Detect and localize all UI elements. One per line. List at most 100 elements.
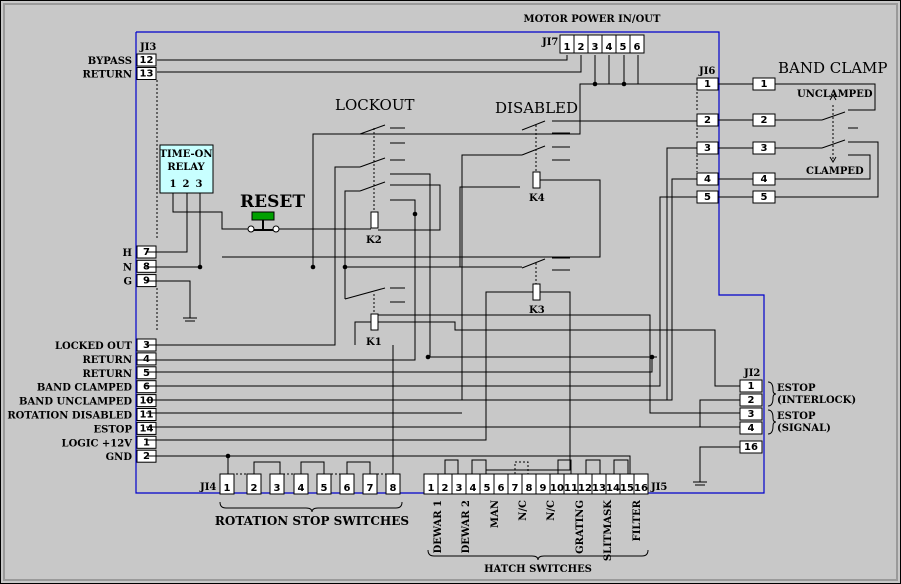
ji5-pin-2: 2	[442, 483, 449, 494]
relay-title-2: RELAY	[167, 162, 205, 173]
ji3-label-ji3_bottom-8: GND	[106, 452, 133, 463]
ji3-label-ji3_bottom-4: BAND UNCLAMPED	[19, 397, 132, 408]
hatch-label-6: SLITMASK	[603, 500, 614, 561]
k3-label: K3	[529, 305, 545, 316]
band-clamp-pin-1: 1	[761, 79, 768, 90]
reset-contact-right	[272, 225, 280, 233]
ji7-pin-5: 5	[620, 42, 627, 53]
reset-button-cap	[251, 211, 275, 221]
estop-signal-2: (SIGNAL)	[777, 423, 831, 434]
ji5-pin-10: 10	[550, 483, 564, 494]
ji3-pin-ji3_top-0: 12	[140, 55, 154, 66]
ji3-label-ji3_mid-2: G	[123, 277, 132, 288]
ji4-pin-1: 1	[224, 483, 231, 494]
ji4-pin-6: 6	[344, 483, 351, 494]
ji3-label-ji3_bottom-5: ROTATION DISABLED	[7, 411, 132, 422]
band-clamp-title: BAND CLAMP	[778, 59, 888, 77]
ji3-pin-ji3_bottom-3-box	[136, 380, 157, 394]
time-on-relay-box	[159, 144, 214, 194]
ji4-pin-6-box	[339, 473, 355, 495]
hatch-label-2: MAN	[490, 500, 501, 528]
band-clamp-pin-5: 5	[761, 192, 768, 203]
ji4-pin-7-box	[362, 473, 378, 495]
clamped-label: CLAMPED	[806, 166, 864, 177]
ji5-pin-1: 1	[428, 483, 435, 494]
relay-title-1: TIME-ON	[160, 149, 213, 160]
ji4-pin-4-box	[293, 473, 309, 495]
ji7-pin-1: 1	[564, 42, 571, 53]
ji3-pin-ji3_top-0-box	[136, 53, 157, 67]
ji7-pin-6-box	[629, 34, 645, 54]
ji5-pin-15: 15	[620, 483, 634, 494]
ji2-pin-4-box	[739, 421, 763, 435]
ji3-pin-ji3_mid-1-box	[136, 259, 157, 273]
estop-interlock-2: (INTERLOCK)	[777, 395, 856, 406]
ji3-pin-ji3_bottom-7-box	[136, 435, 157, 449]
ji5-pin-3: 3	[456, 483, 463, 494]
ji3-pin-ji3_bottom-5-box	[136, 408, 157, 421]
ji2-pin-2: 2	[748, 395, 755, 406]
ji6-pin-4: 4	[704, 174, 711, 185]
ji3-pin-ji3_bottom-5: 11	[140, 410, 154, 421]
disabled-label: DISABLED	[495, 99, 578, 117]
ji5-pin-11: 11	[564, 483, 578, 494]
lockout-label: LOCKOUT	[335, 96, 414, 114]
ji3-label-ji3_mid-1: N	[123, 262, 132, 273]
ji7-pin-6: 6	[634, 42, 641, 53]
reset-label: RESET	[240, 192, 305, 212]
ji2-pin-16: 16	[744, 442, 758, 453]
estop-signal-1: ESTOP	[777, 411, 816, 422]
ji5-pin-9: 9	[540, 483, 547, 494]
ji7-pin-4: 4	[606, 42, 613, 53]
ji4-pin-1-box	[219, 473, 235, 495]
ji4-brace	[219, 501, 403, 513]
ji3-pin-ji3_bottom-1-box	[136, 352, 157, 366]
ji3-pin-ji3_bottom-4-box	[136, 394, 157, 408]
k4-coil	[532, 171, 541, 189]
ji3-pin-ji3_bottom-6-box	[136, 421, 157, 435]
ji4-pin-8-box	[385, 473, 401, 495]
ji4-caption: ROTATION STOP SWITCHES	[215, 514, 409, 528]
motor-power-title: MOTOR POWER IN/OUT	[524, 14, 662, 25]
ji3-label-ji3_bottom-7: LOGIC +12V	[62, 438, 133, 449]
band-clamp-pin-2: 2	[761, 115, 768, 126]
k4-label: K4	[529, 193, 545, 204]
junction-dots	[197, 81, 655, 459]
ji7-pin-3: 3	[592, 42, 599, 53]
ji3-label-ji3_top-1: RETURN	[82, 70, 132, 81]
enclosure-outline	[135, 31, 765, 494]
ji4-pin-4: 4	[298, 483, 305, 494]
ji5-pin-14: 14	[606, 483, 620, 494]
ji3-pin-ji3_bottom-8: 2	[143, 451, 150, 462]
ji3-pin-ji3_bottom-7: 1	[143, 437, 150, 448]
ji6-label: JI6	[698, 66, 715, 77]
k3-coil	[532, 283, 541, 301]
estop-interlock-1: ESTOP	[777, 383, 816, 394]
ji5-label: JI5	[650, 482, 667, 493]
ji4-pin-8: 8	[390, 483, 397, 494]
ji2-pin-1: 1	[748, 381, 755, 392]
ji3-pin-ji3_bottom-2: 5	[143, 368, 150, 379]
estop-signal-brace	[767, 409, 777, 435]
ji4-pin-5-box	[316, 473, 332, 495]
ji4-pin-2: 2	[251, 483, 258, 494]
ji7-label: JI7	[541, 37, 558, 48]
ji5-pin-8: 8	[526, 483, 533, 494]
ji3-pin-ji3_bottom-6: 14	[140, 423, 154, 434]
ji5-pin-16: 16	[634, 483, 648, 494]
hatch-label-5: GRATING	[575, 500, 586, 554]
band-clamp-pin-3: 3	[761, 143, 768, 154]
k2-label: K2	[366, 235, 382, 246]
ji3-pin-ji3_bottom-4: 10	[140, 396, 154, 407]
estop-interlock-brace	[767, 381, 777, 407]
ji5-pin-13: 13	[592, 483, 606, 494]
hatch-label-3: N/C	[518, 500, 529, 521]
ji5-pin-6: 6	[498, 483, 505, 494]
